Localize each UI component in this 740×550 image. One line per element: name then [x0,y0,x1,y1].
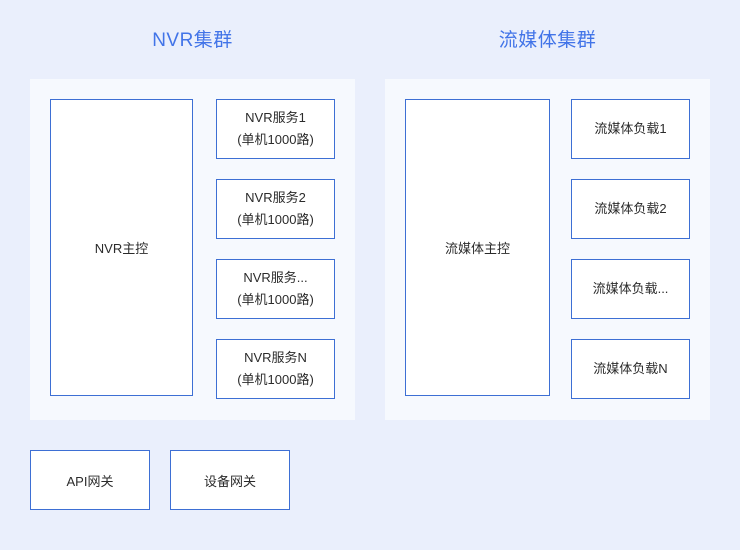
nvr-service-box-1[interactable]: NVR服务1 (单机1000路) [216,99,335,159]
nvr-master-label: NVR主控 [94,241,149,256]
device-gateway-box[interactable]: 设备网关 [170,450,290,510]
cluster-panel-nvr: NVR主控 NVR服务1 (单机1000路) NVR服务2 (单机1000路) … [30,79,355,420]
cluster-group-nvr: NVR集群 NVR主控 NVR服务1 (单机1000路) NVR服务2 (单机1… [30,0,355,420]
streaming-load-2-title: 流媒体负载2 [594,201,667,216]
nvr-service-n-title: NVR服务N [244,350,307,365]
cluster-title-streaming: 流媒体集群 [498,30,597,51]
device-gateway-label: 设备网关 [203,473,256,489]
streaming-load-box-1[interactable]: 流媒体负载1 [571,99,690,159]
streaming-node-column: 流媒体负载1 流媒体负载2 流媒体负载... 流媒体负载N [571,99,690,399]
nvr-service-ellipsis-title: NVR服务... [243,270,308,285]
nvr-service-2-title: NVR服务2 [245,190,306,205]
nvr-master-box[interactable]: NVR主控 [50,99,193,396]
nvr-service-box-ellipsis[interactable]: NVR服务... (单机1000路) [216,259,335,319]
api-gateway-label: API网关 [66,473,114,489]
cluster-title-nvr: NVR集群 [152,30,233,51]
streaming-master-box[interactable]: 流媒体主控 [405,99,550,396]
nvr-node-column: NVR服务1 (单机1000路) NVR服务2 (单机1000路) NVR服务.… [216,99,335,399]
nvr-service-1-title: NVR服务1 [245,110,306,125]
streaming-load-n-title: 流媒体负载N [593,361,668,376]
cluster-group-streaming: 流媒体集群 流媒体主控 流媒体负载1 流媒体负载2 流媒体负载... [385,0,710,420]
nvr-service-box-n[interactable]: NVR服务N (单机1000路) [216,339,335,399]
streaming-load-1-title: 流媒体负载1 [594,121,667,136]
streaming-load-box-n[interactable]: 流媒体负载N [571,339,690,399]
nvr-service-1-capacity: (单机1000路) [237,132,314,147]
nvr-service-box-2[interactable]: NVR服务2 (单机1000路) [216,179,335,239]
streaming-master-label: 流媒体主控 [444,241,510,256]
streaming-load-box-2[interactable]: 流媒体负载2 [571,179,690,239]
api-gateway-box[interactable]: API网关 [30,450,150,510]
nvr-service-n-capacity: (单机1000路) [237,372,314,387]
streaming-load-ellipsis-title: 流媒体负载... [592,281,669,296]
nvr-service-2-capacity: (单机1000路) [237,212,314,227]
nvr-service-ellipsis-capacity: (单机1000路) [237,292,314,307]
streaming-load-box-ellipsis[interactable]: 流媒体负载... [571,259,690,319]
cluster-panel-streaming: 流媒体主控 流媒体负载1 流媒体负载2 流媒体负载... 流媒体负载N [385,79,710,420]
